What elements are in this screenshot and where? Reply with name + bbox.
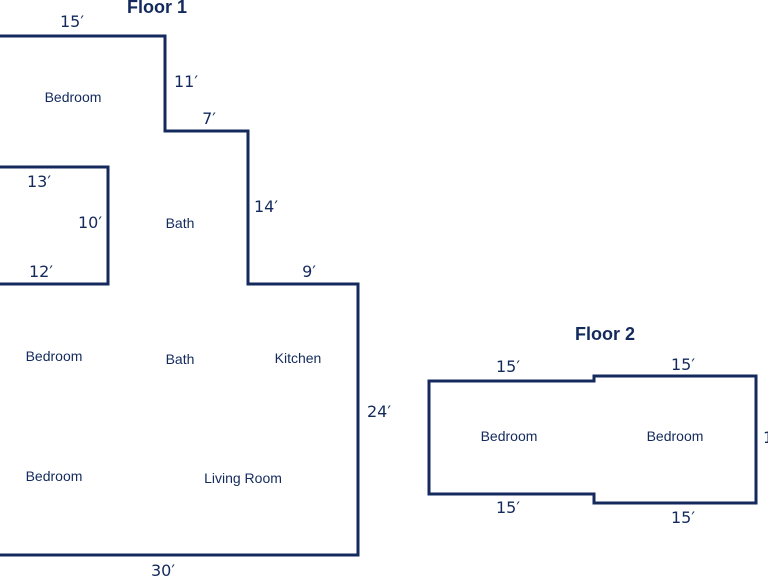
floor1-dim-middle-step-height: 14′ [254,197,278,216]
floor1-inset-outline [0,165,110,286]
floor2-dim-bottom-left: 15′ [496,498,520,517]
floor1-dim-top-width: 15′ [60,12,84,31]
floor1-title: Floor 1 [127,0,187,17]
floor1-dim-inset-height: 10′ [78,213,102,232]
floor1-dim-inset-bottom: 12′ [29,262,53,281]
floor1-dim-lower-step-width: 9′ [302,262,316,281]
floor2-dim-top-right: 15′ [671,355,695,374]
floor1-dim-upper-step-height: 11′ [174,72,198,91]
floor1-dim-right-height: 24′ [367,402,391,421]
floor1-room-bath-lower: Bath [166,351,195,367]
floor1-outline [0,34,360,557]
floor1-dim-inset-top: 13′ [27,172,51,191]
floor2-dim-bottom-right: 15′ [671,508,695,527]
floor1-dim-middle-step-width: 7′ [202,109,216,128]
floor2-room-bedroom-left: Bedroom [481,428,538,444]
floor1-room-bedroom-bottom: Bedroom [26,468,83,484]
floor2-dim-top-left: 15′ [496,357,520,376]
floor1-room-kitchen: Kitchen [275,350,322,366]
floor1-room-bedroom-mid: Bedroom [26,348,83,364]
floor2-title: Floor 2 [575,324,635,344]
floor1-room-bath-upper: Bath [166,215,195,231]
floor1-dim-bottom-width: 30′ [151,561,175,576]
floor1-room-bedroom-top: Bedroom [45,89,102,105]
floor1-room-living-room: Living Room [204,470,282,486]
floor2-outline [427,374,758,505]
floor2-dim-right-edge: 1 [763,428,768,447]
floor2-room-bedroom-right: Bedroom [647,428,704,444]
